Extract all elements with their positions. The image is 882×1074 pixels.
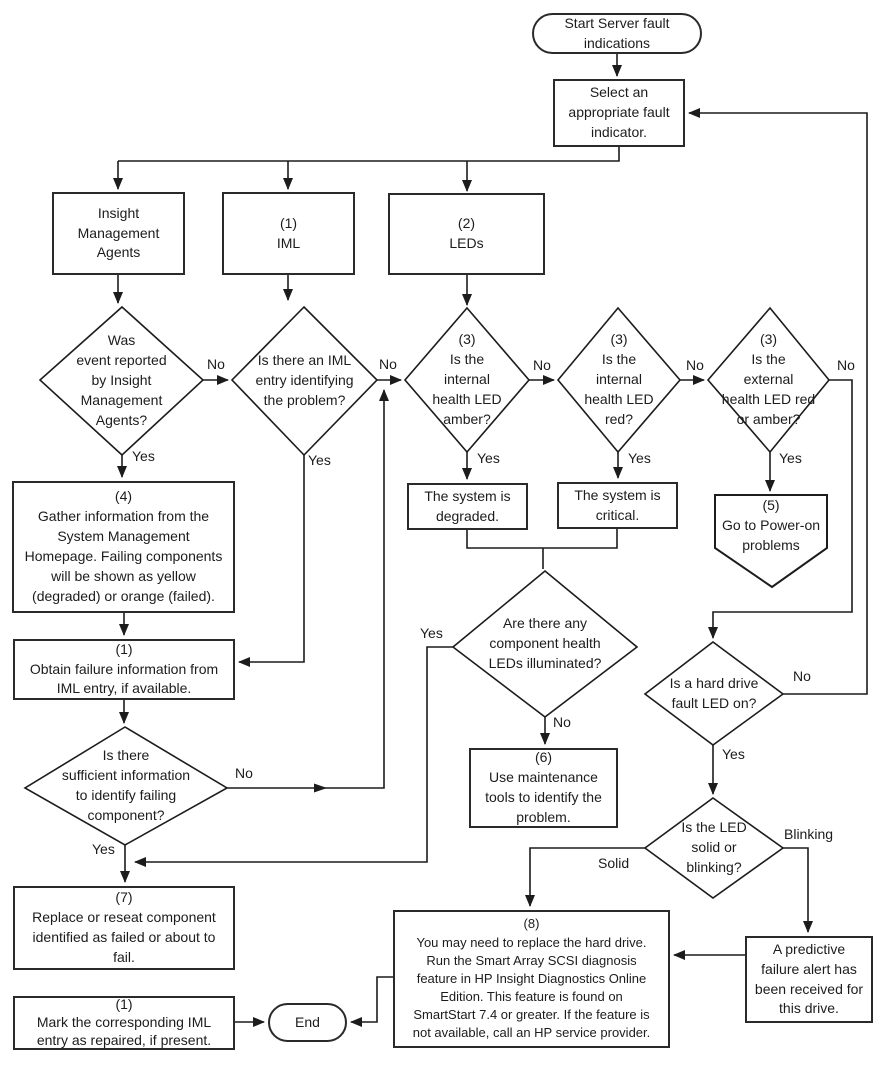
edge-label-no3: No [533,357,551,373]
edge-replace-drive-to-end [350,976,393,1027]
mid-arrowhead-sufficient-no [314,783,327,793]
predictive-failure-box: A predictive failure alert has been rece… [745,936,873,1023]
edge-label-yes-component: Yes [420,625,443,641]
edge-label-yes2: Yes [308,452,331,468]
edge-label-no-sufficient: No [235,765,253,781]
solid-blink-diamond-shape [643,797,785,899]
event-reported-diamond: Was event reported by Insight Management… [76,332,167,428]
power-on-pentagon-shape [714,494,828,589]
edge-label-blinking: Blinking [784,826,834,842]
external-red-diamond-shape [706,306,831,454]
edge-label-yes3: Yes [477,450,500,466]
leds-box: (2) LEDs [388,193,545,275]
internal-red-diamond: (3) Is the internal health LED red? [584,331,654,427]
insight-management-agents-box: Insight Management Agents [52,192,185,275]
mark-iml-repaired-box: (1) Mark the corresponding IML entry as … [13,996,235,1050]
event-reported-diamond-shape [38,305,205,457]
iml-entry-diamond-shape [230,305,379,457]
edge-label-yes5: Yes [779,450,802,466]
edge-sufficient-no-up [227,389,389,789]
edge-blinking-to-predictive [783,847,813,933]
start-terminator: Start Server fault indications [532,13,702,54]
edge-no5-to-hard-drive [708,379,853,639]
end-terminator: End [268,1003,347,1042]
edge-solid-to-replace-drive [525,847,645,907]
edge-label-no5: No [837,357,855,373]
replace-hard-drive-box: (8) You may need to replace the hard dri… [393,910,670,1048]
edge-label-no-hard-drive: No [793,668,811,684]
sufficient-information-diamond: Is there sufficient information to ident… [61,747,191,823]
component-health-leds-diamond: Are there any component health LEDs illu… [488,615,602,671]
obtain-failure-info-box: (1) Obtain failure information from IML … [13,639,235,700]
select-fault-indicator-box: Select an appropriate fault indicator. [553,79,685,147]
sufficient-diamond-shape [23,726,229,846]
edge-label-yes-hard-drive: Yes [722,746,745,762]
led-solid-blinking-diamond: Is the LED solid or blinking? [681,819,747,875]
edge-label-yes1: Yes [132,448,155,464]
power-on-problems-connector: (5) Go to Power-on problems [721,497,821,553]
edge-select-fan-trunk [118,147,620,162]
iml-entry-diamond: Is there an IML entry identifying the pr… [255,352,354,408]
edge-label-yes4: Yes [628,450,651,466]
iml-box: (1) IML [222,192,355,275]
edge-label-no-component: No [553,714,571,730]
edge-label-yes-sufficient: Yes [92,841,115,857]
external-red-diamond: (3) Is the external health LED red or am… [721,331,816,427]
edge-component-yes-left [134,646,453,867]
edge-label-no4: No [686,357,704,373]
internal-amber-diamond: (3) Is the internal health LED amber? [432,331,502,427]
system-degraded-box: The system is degraded. [407,483,528,530]
maintenance-tools-box: (6) Use maintenance tools to identify th… [469,748,618,828]
edge-degraded-critical-merge [466,529,618,549]
edge-label-solid: Solid [598,855,630,871]
replace-reseat-box: (7) Replace or reseat component identifi… [13,886,235,970]
hard-drive-fault-diamond: Is a hard drive fault LED on? [669,674,759,711]
edge-hard-drive-no-to-select [688,108,868,695]
gather-information-box: (4) Gather information from the System M… [12,481,235,613]
edge-label-no2: No [379,356,397,372]
system-critical-box: The system is critical. [557,482,678,529]
component-leds-diamond-shape [451,569,639,719]
edge-yes2-to-obtain [238,455,305,667]
edge-label-no1: No [207,356,225,372]
internal-red-diamond-shape [556,306,682,454]
internal-amber-diamond-shape [403,306,531,454]
hard-drive-diamond-shape [643,640,785,746]
